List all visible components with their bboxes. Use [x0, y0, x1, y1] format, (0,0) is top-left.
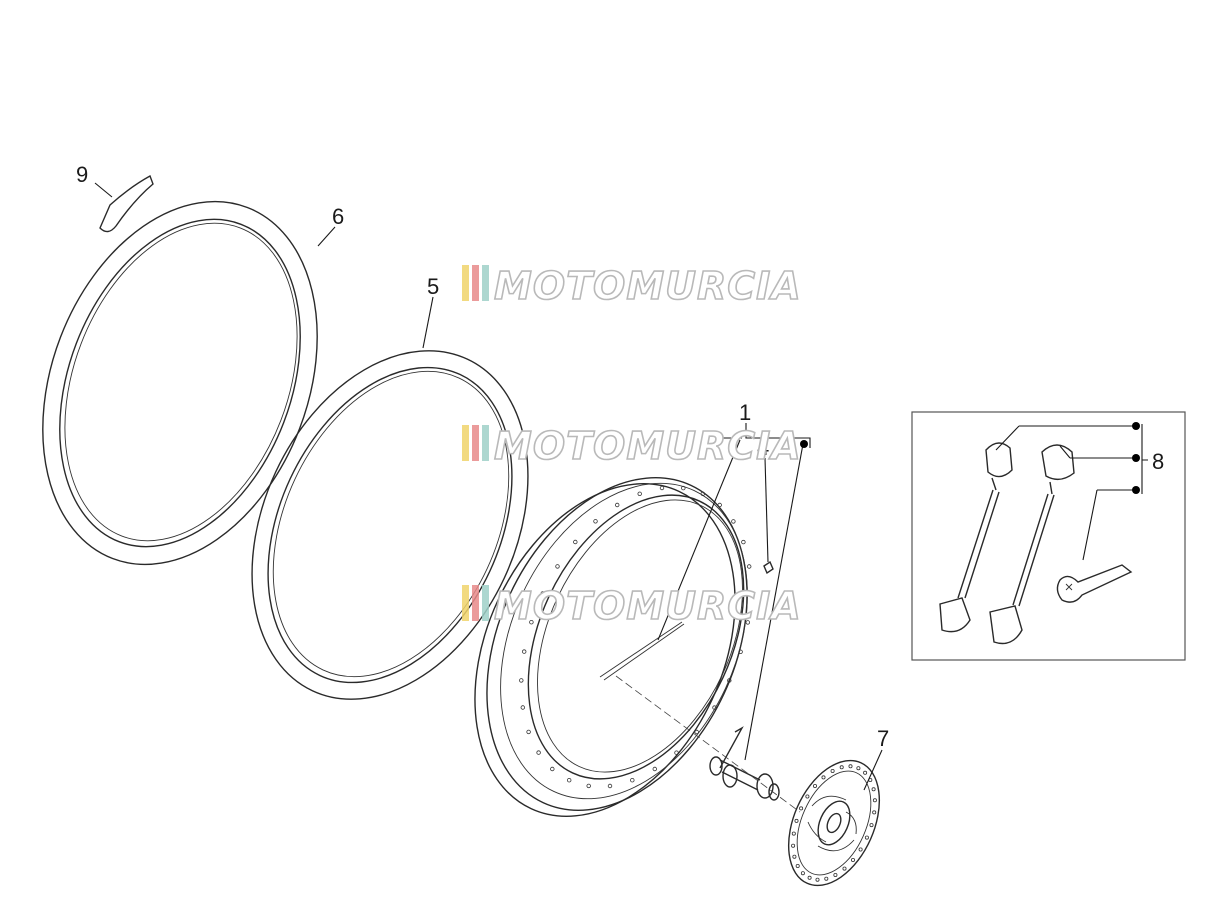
spoke-hole: [748, 591, 753, 596]
spoke-hole: [522, 649, 527, 654]
disc-hole: [799, 806, 804, 811]
callout-9: 9: [76, 162, 88, 187]
watermark-text: MOTOMURCIA: [494, 584, 802, 628]
callout-6: 6: [332, 204, 344, 229]
spoke-hole: [652, 766, 657, 772]
leader-lines: [94, 182, 1148, 791]
tyre-part-6: [42, 200, 318, 566]
spoke-hole: [674, 750, 679, 755]
spoke-hole: [586, 783, 591, 789]
callout-4: 4: [757, 435, 769, 460]
spoke-hole: [694, 729, 699, 735]
disc-hole: [864, 835, 869, 840]
disc-hole: [791, 831, 796, 836]
spoke-hole: [536, 750, 541, 755]
disc-hole: [842, 866, 847, 871]
spoke-hole: [717, 502, 722, 508]
wm-stripe-2: [472, 585, 479, 621]
disc-hole: [824, 876, 829, 881]
spoke-hole: [540, 591, 545, 596]
spoke-hole: [519, 678, 524, 683]
watermark-logo: MOTOMURCIA: [462, 263, 802, 309]
disc-hole: [839, 765, 844, 770]
spoke-hole: [593, 519, 598, 524]
disc-hole: [815, 877, 820, 882]
wm-stripe-2: [472, 265, 479, 301]
disc-hole: [813, 784, 818, 789]
wm-stripe-3: [482, 425, 489, 461]
disc-hole: [805, 794, 810, 799]
spoke-hole: [741, 539, 746, 545]
spoke-hole: [630, 778, 635, 783]
disc-hole: [863, 770, 868, 775]
disc-hole: [872, 798, 877, 803]
spoke-hole: [520, 705, 525, 710]
spoke-hole: [550, 766, 555, 772]
disc-holes: [791, 764, 877, 882]
disc-hole: [851, 858, 856, 863]
spoke-hole: [700, 491, 705, 496]
spoke-hole: [607, 783, 613, 789]
disc-hole: [821, 775, 826, 780]
disc-hole: [871, 787, 876, 792]
spoke-hole: [727, 678, 732, 683]
disc-hole: [869, 823, 874, 828]
inner-tube-part-5: [251, 350, 529, 700]
callout-1: 1: [739, 400, 751, 425]
spoke-hole: [747, 564, 752, 569]
disc-hole: [794, 818, 799, 823]
disc-hole: [856, 766, 861, 771]
disc-hole: [858, 847, 863, 852]
disc-hole: [830, 769, 835, 774]
wm-stripe-1: [462, 265, 469, 301]
wm-stripe-3: [482, 265, 489, 301]
disc-hole: [792, 854, 797, 859]
brake-disc-part-7: [787, 759, 881, 887]
spoke-hole: [659, 485, 665, 491]
wm-stripe-1: [462, 585, 469, 621]
spoke-holes: [519, 485, 753, 789]
spoke-hole: [681, 485, 686, 491]
disc-hole: [800, 871, 805, 876]
spoke-hole: [615, 502, 620, 508]
rim-tape-part-9: [99, 174, 154, 233]
disc-hole: [795, 864, 800, 869]
leader-dots: [800, 422, 1140, 494]
spoke-hole: [745, 620, 750, 625]
wm-stripe-1: [462, 425, 469, 461]
disc-hole: [872, 810, 877, 815]
spoke-hole: [637, 491, 642, 496]
spoke-hole: [567, 778, 572, 783]
callout-7: 7: [877, 726, 889, 751]
disc-hole: [807, 875, 812, 880]
watermark-text: MOTOMURCIA: [494, 264, 802, 308]
watermark-logo: MOTOMURCIA: [462, 423, 802, 469]
disc-hole: [791, 843, 796, 848]
quick-release-box: [911, 411, 1186, 661]
valve-part-4: [763, 560, 774, 575]
spoke-hole: [731, 519, 736, 524]
watermark-logo: MOTOMURCIA: [462, 583, 802, 629]
spoke-hole: [526, 729, 531, 735]
callout-8: 8: [1152, 449, 1164, 474]
spoke-hole: [712, 705, 717, 710]
wm-stripe-2: [472, 425, 479, 461]
spoke-hole: [529, 620, 534, 625]
wheel-rim-part-1: [474, 477, 753, 817]
disc-hole: [848, 764, 853, 769]
spoke-hole: [573, 539, 578, 545]
hub-assembly: [615, 675, 801, 813]
wm-stripe-3: [482, 585, 489, 621]
callout-5: 5: [427, 274, 439, 299]
watermark-text: MOTOMURCIA: [494, 424, 802, 468]
spoke-hole: [555, 564, 560, 569]
spoke-hole: [738, 649, 743, 654]
disc-hole: [833, 873, 838, 878]
